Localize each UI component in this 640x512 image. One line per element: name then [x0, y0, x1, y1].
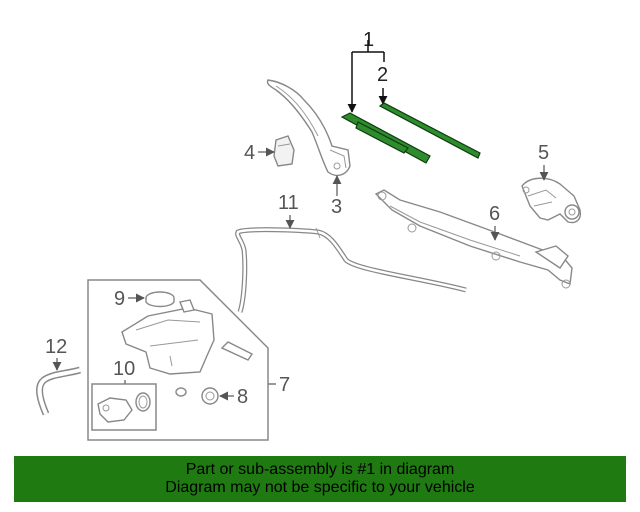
wiper-arm — [266, 79, 351, 177]
callout-11-label: 11 — [278, 192, 299, 214]
callout-5-label: 5 — [538, 142, 549, 164]
callout-8-label: 8 — [237, 386, 248, 408]
callout-9: 9 — [114, 288, 145, 310]
callout-3: 3 — [331, 175, 342, 218]
reservoir-cap — [145, 291, 175, 308]
banner-line-2: Diagram may not be specific to your vehi… — [165, 479, 475, 496]
callout-2-label: 2 — [377, 64, 388, 86]
callout-5: 5 — [538, 142, 549, 181]
callout-4: 4 — [244, 142, 275, 164]
callout-6-label: 6 — [489, 203, 500, 225]
callout-7: 7 — [268, 374, 290, 396]
callout-3-label: 3 — [331, 196, 342, 218]
washer-pump — [201, 387, 219, 405]
washer-hose — [235, 227, 467, 313]
reservoir-clip — [220, 341, 254, 361]
callout-7-label: 7 — [279, 374, 290, 396]
callout-1: 1 — [352, 29, 384, 112]
arm-cap — [273, 135, 295, 167]
callout-8: 8 — [219, 386, 248, 408]
callout-10: 10 — [113, 358, 135, 384]
drain-hose — [36, 366, 81, 416]
wiper-linkage — [374, 189, 573, 289]
parts-diagram: 1 2 3 4 5 — [36, 29, 582, 441]
banner-line-1: Part or sub-assembly is #1 in diagram — [185, 461, 455, 478]
callout-11: 11 — [278, 192, 299, 229]
callout-6: 6 — [489, 203, 500, 241]
grommet — [175, 387, 187, 397]
callout-2: 2 — [377, 52, 388, 104]
washer-reservoir — [121, 299, 215, 375]
wiper-blade-assembly — [340, 102, 481, 164]
callout-10-label: 10 — [113, 358, 135, 380]
callout-4-label: 4 — [244, 142, 255, 164]
info-banner: Part or sub-assembly is #1 in diagram Di… — [14, 456, 626, 502]
callout-9-label: 9 — [114, 288, 125, 310]
wiper-motor — [521, 177, 582, 224]
callout-12-label: 12 — [45, 336, 67, 358]
callout-12: 12 — [45, 336, 67, 371]
pump-inset-box — [91, 383, 157, 431]
